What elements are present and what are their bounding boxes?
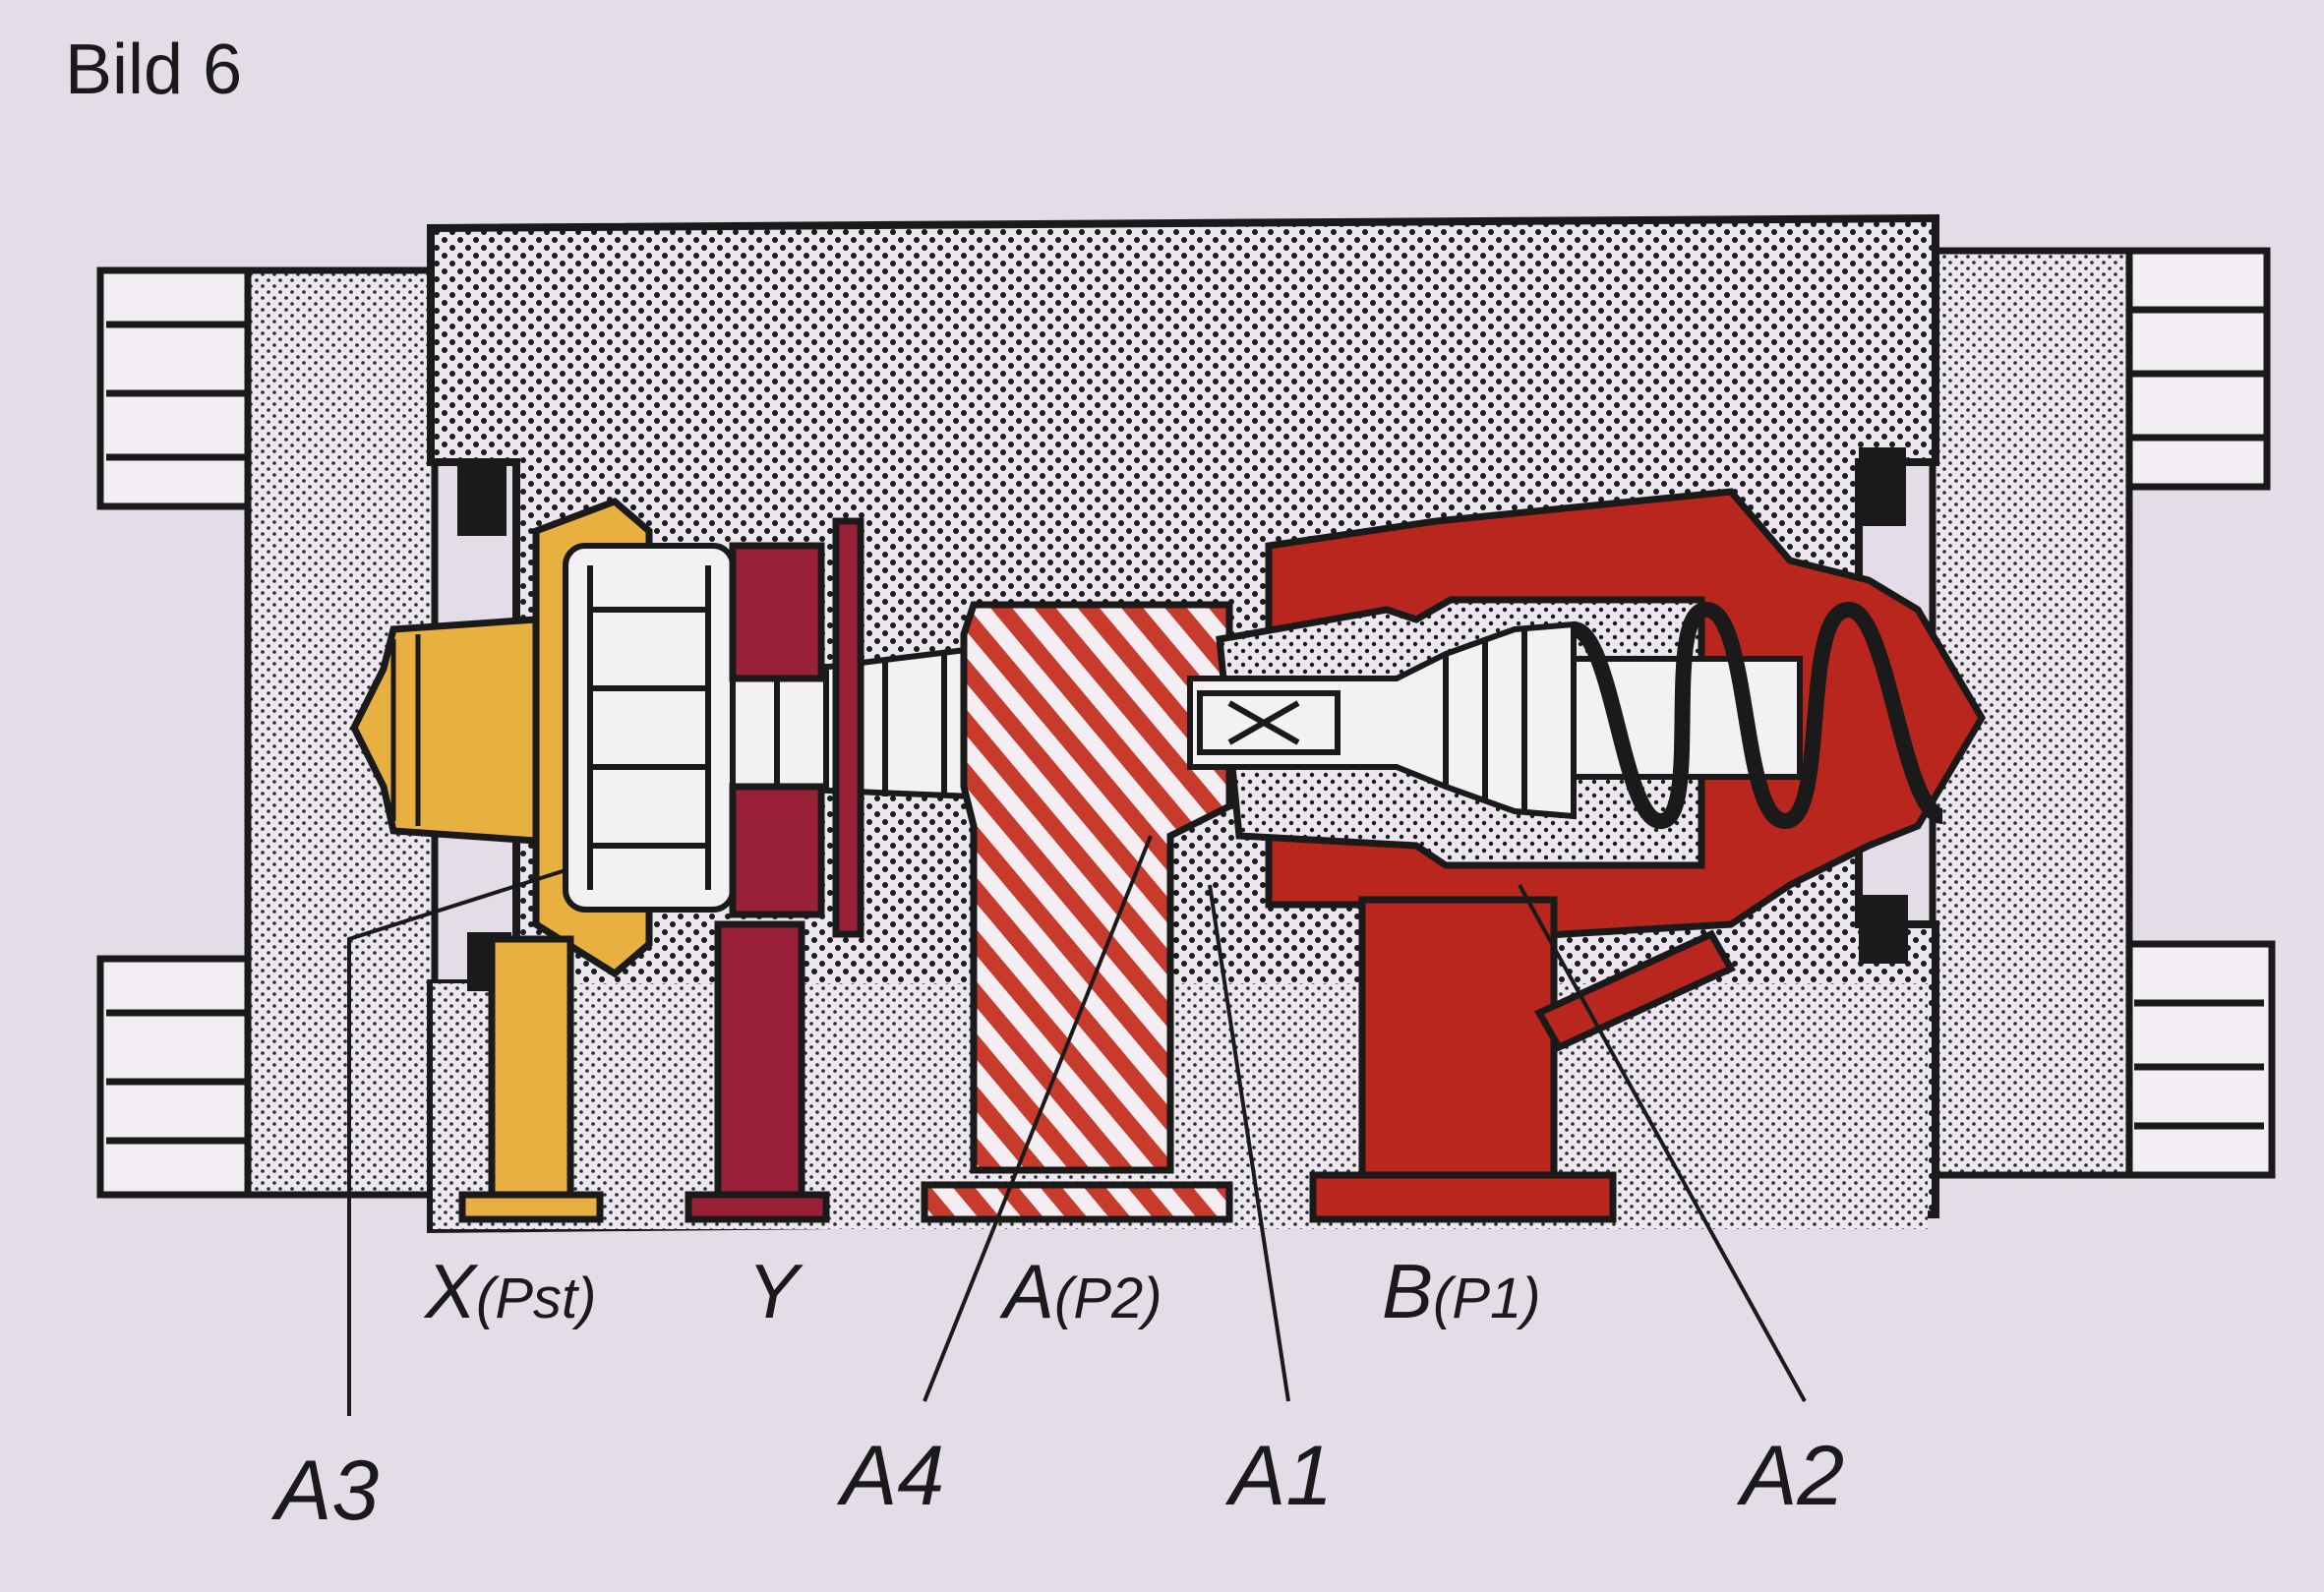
spring — [1571, 602, 1945, 829]
port-x-label: X(Pst) — [423, 1248, 596, 1334]
port-y-label: Y — [747, 1248, 804, 1334]
figure-title: Bild 6 — [65, 30, 242, 109]
y-port-part — [685, 517, 864, 1223]
area-a3-label: A3 — [270, 1444, 379, 1538]
a-port-part — [921, 601, 1233, 1223]
area-labels: A3 A4 A1 A2 — [270, 1429, 1844, 1538]
area-a4-label: A4 — [836, 1429, 944, 1523]
leader-lines — [347, 835, 1807, 1416]
port-a-label: A(P2) — [999, 1248, 1162, 1334]
plunger — [1187, 620, 1803, 820]
port-b-label: B(P1) — [1382, 1248, 1541, 1334]
area-a2-label: A2 — [1736, 1429, 1844, 1523]
right-end-caps — [2120, 247, 2276, 1179]
b-port-part — [1216, 488, 1987, 1223]
port-labels: X(Pst) Y A(P2) B(P1) — [423, 1248, 1541, 1334]
area-a1-label: A1 — [1224, 1429, 1333, 1523]
left-end-caps — [96, 266, 252, 1199]
